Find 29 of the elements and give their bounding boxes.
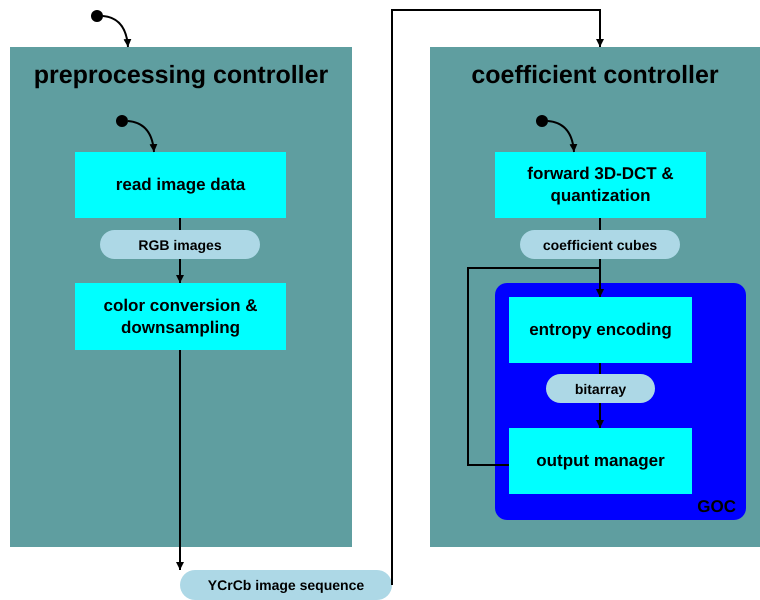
- arrow: [176, 350, 184, 570]
- connector-line: [599, 363, 601, 374]
- arrow: [548, 120, 578, 152]
- group-label: GOC: [697, 497, 736, 517]
- start-dot: [116, 115, 128, 127]
- data-label-pill: RGB images: [100, 230, 260, 259]
- controller-panel: [10, 47, 352, 547]
- panel-title: coefficient controller: [470, 61, 720, 90]
- start-dot: [536, 115, 548, 127]
- arrow: [128, 120, 158, 152]
- process-box: forward 3D-DCT & quantization: [495, 152, 706, 218]
- arrow: [102, 15, 132, 48]
- process-box: color conversion & downsampling: [75, 283, 286, 350]
- controller-panel: [430, 47, 760, 547]
- group-box: [495, 283, 746, 520]
- connector-line: [179, 218, 181, 230]
- connector-line: [599, 218, 601, 230]
- panel-title: preprocessing controller: [32, 61, 330, 90]
- arrow: [596, 403, 604, 428]
- process-box: read image data: [75, 152, 286, 218]
- start-dot: [91, 10, 103, 22]
- data-label-pill: bitarray: [546, 374, 655, 403]
- arrow: [391, 9, 604, 585]
- process-box: output manager: [509, 428, 692, 494]
- data-label-pill: YCrCb image sequence: [180, 570, 392, 600]
- arrow: [176, 259, 184, 283]
- arrow: [467, 267, 604, 466]
- data-label-pill: coefficient cubes: [520, 230, 680, 259]
- process-box: entropy encoding: [509, 297, 692, 363]
